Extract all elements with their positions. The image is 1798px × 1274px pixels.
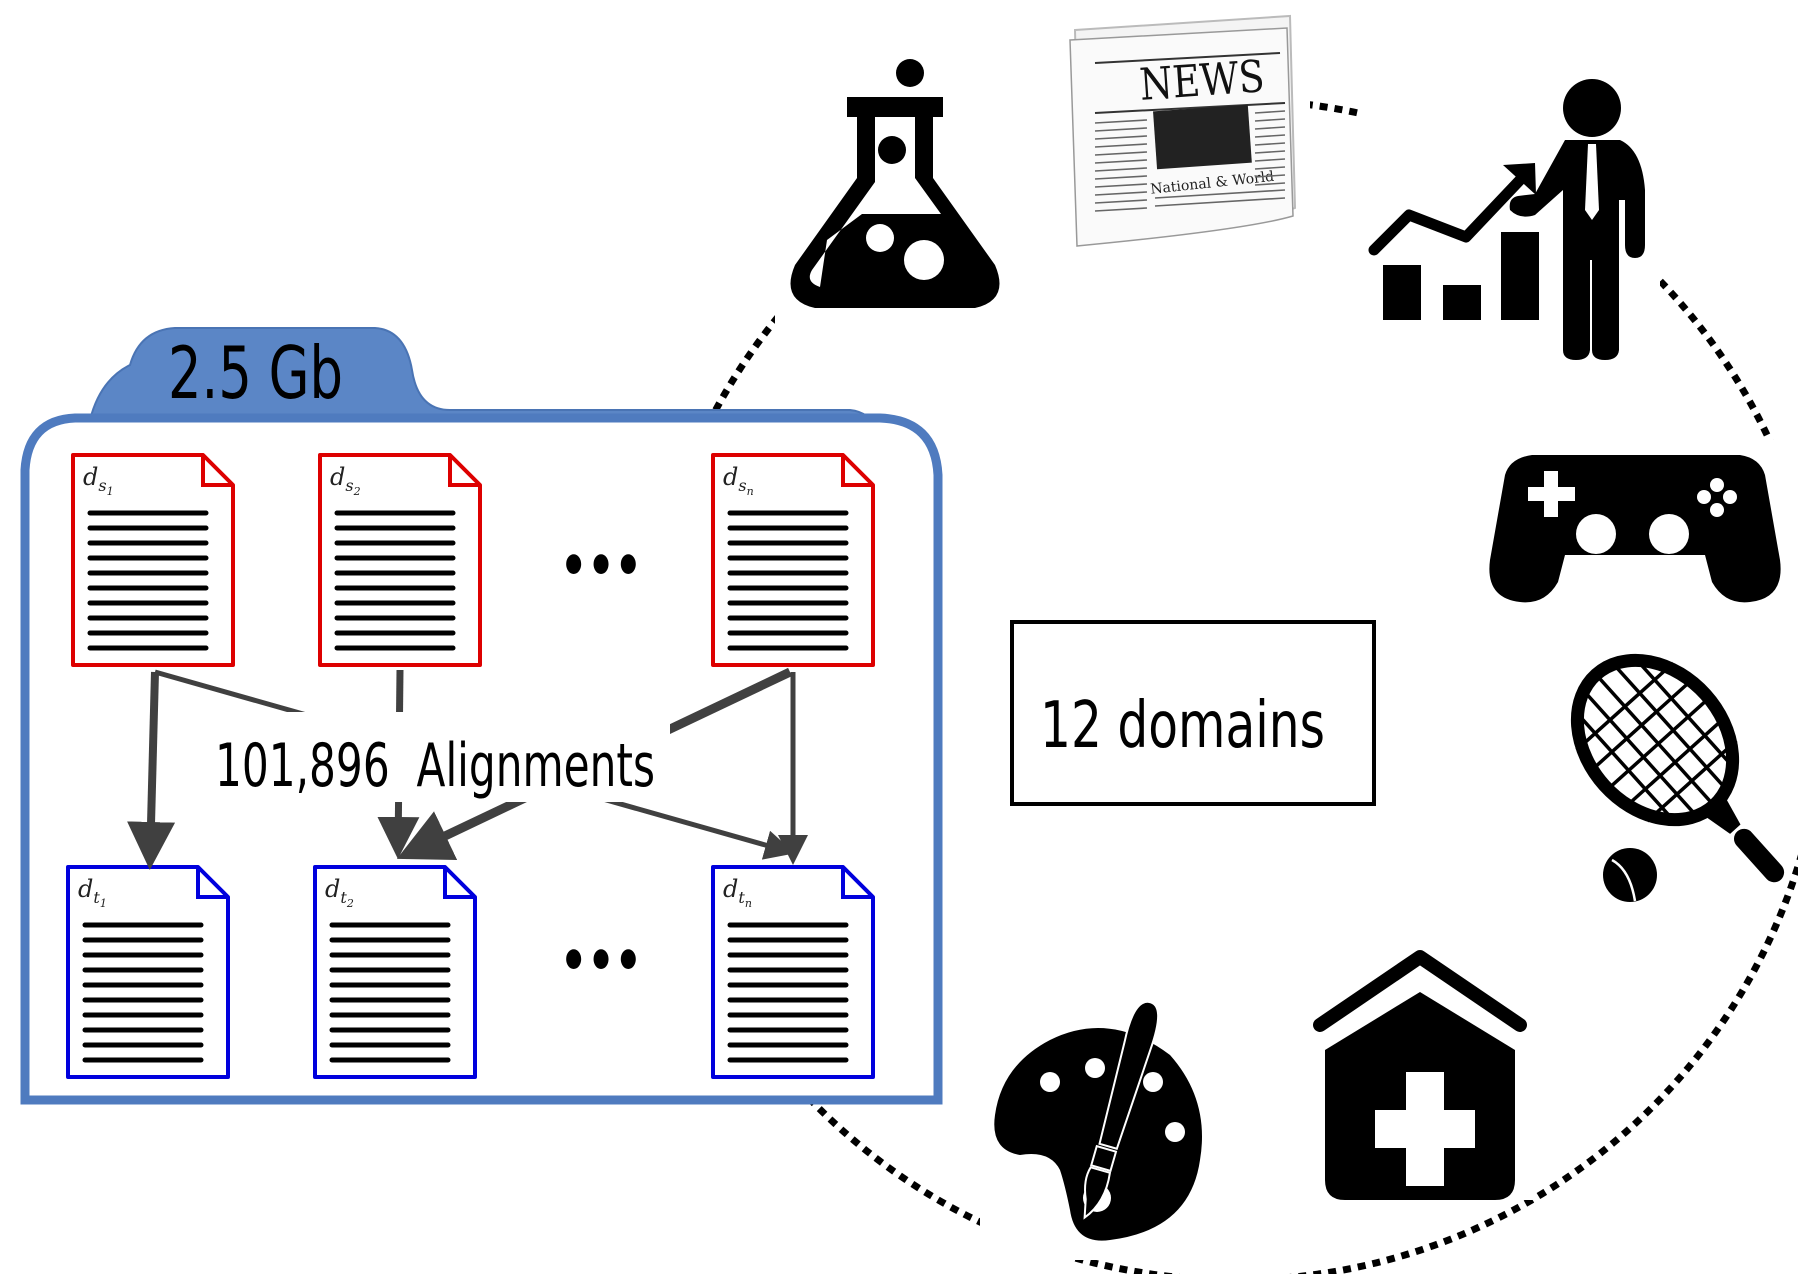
alignments-label: 101,896 Alignments [215, 731, 655, 801]
document-fold [443, 867, 475, 899]
document-fold [201, 455, 233, 487]
hospital-icon [1310, 935, 1535, 1200]
tennis-racket-icon [1490, 653, 1785, 905]
businessman-chart-icon [1360, 60, 1660, 370]
gamepad-icon [1480, 440, 1798, 610]
document-fold [841, 455, 873, 487]
document-group: ds1 ds2 dsn dt1 dt2 dtn [66, 453, 875, 1079]
source-document: ds1 [71, 453, 235, 667]
document-fold [841, 867, 873, 899]
alignments-label-bg [210, 712, 670, 802]
target-document: dt1 [66, 865, 230, 1079]
alignment-arrow [127, 671, 176, 870]
news-headline: NEWS [1138, 51, 1266, 111]
domains-box: 12 domains [1010, 620, 1376, 806]
folder-tab [89, 327, 882, 433]
palette-icon [980, 970, 1210, 1260]
document-fold [196, 867, 228, 899]
newspaper-icon: NEWS National & World [1055, 8, 1310, 248]
target-ellipsis: ••• [560, 929, 642, 994]
source-ellipsis: ••• [560, 534, 642, 599]
folder-size-label: 2.5 Gb [168, 331, 343, 415]
source-document: ds2 [318, 453, 482, 667]
target-document: dtn [711, 865, 875, 1079]
flask-icon [775, 59, 1075, 325]
target-document: dt2 [313, 865, 477, 1079]
domains-label: 12 domains [1040, 689, 1325, 763]
source-document: dsn [711, 453, 875, 667]
document-fold [448, 455, 480, 487]
